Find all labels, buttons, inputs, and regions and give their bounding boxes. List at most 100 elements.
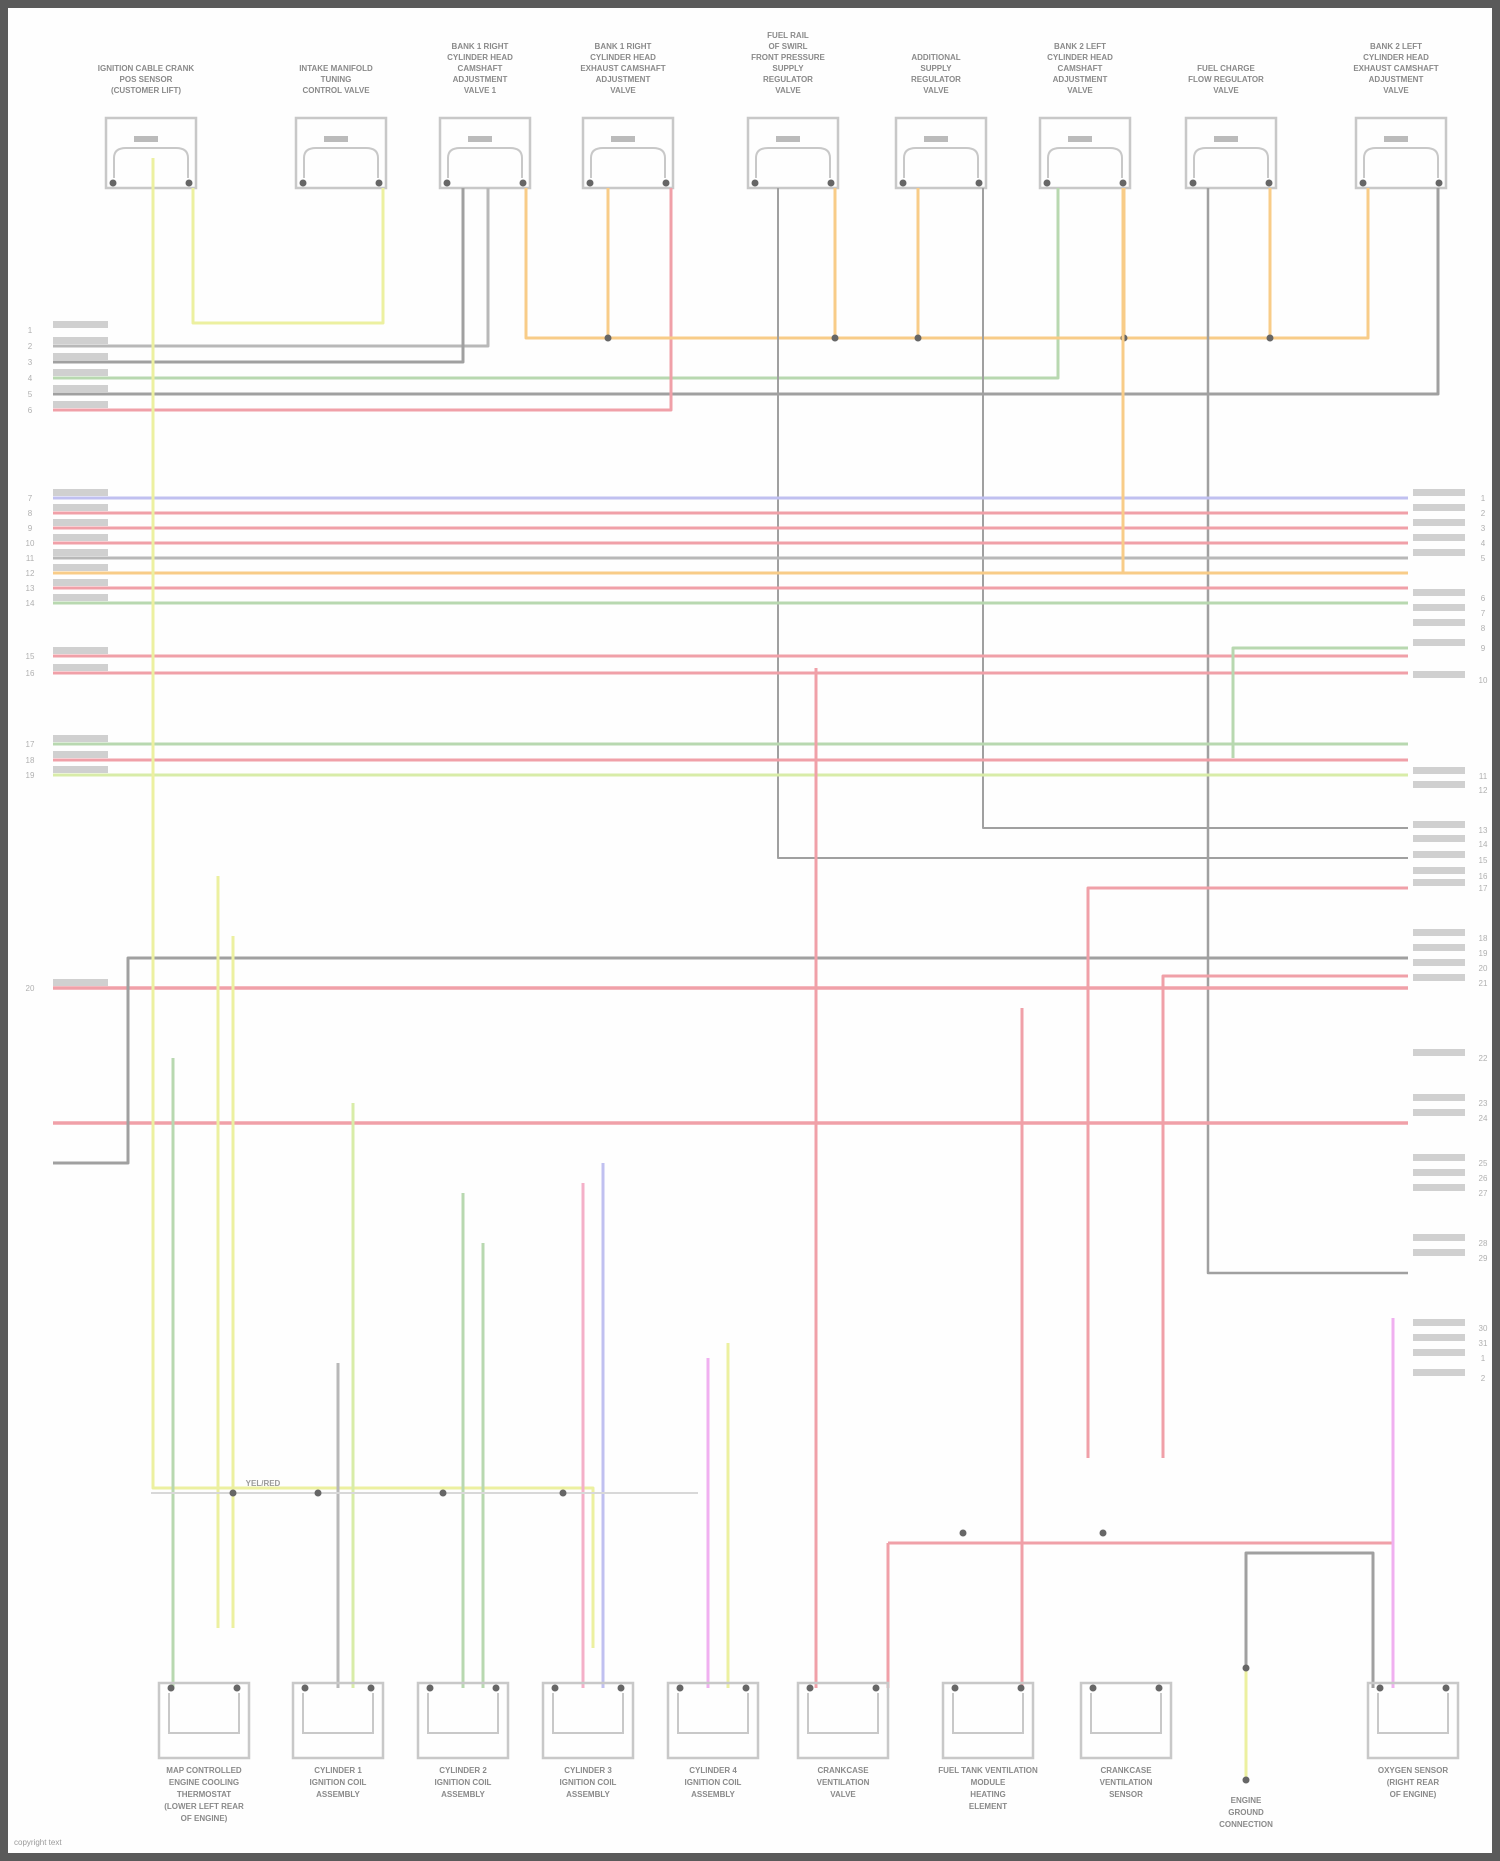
splice-dot <box>1266 334 1274 342</box>
component-label: CYLINDER HEAD <box>447 53 513 62</box>
component-label: CYLINDER 1 <box>314 1766 362 1775</box>
component-label: POS SENSOR <box>120 75 173 84</box>
component-label: (RIGHT REAR <box>1387 1778 1440 1787</box>
pin-number: 31 <box>1479 1339 1488 1348</box>
wire-tag <box>1413 1369 1465 1376</box>
wire <box>1206 188 1408 1275</box>
wire-tag <box>1413 835 1465 842</box>
component-label: ASSEMBLY <box>566 1790 610 1799</box>
splice-dot <box>299 179 307 187</box>
wire-tag <box>53 401 108 408</box>
component-label: CONNECTION <box>1219 1820 1273 1829</box>
bottom-component <box>666 1681 760 1760</box>
wire <box>888 1541 1395 1688</box>
wire-tag <box>1413 519 1465 526</box>
splice-dot <box>742 1684 750 1692</box>
pin-number: 14 <box>1479 840 1488 849</box>
pin-number: 21 <box>1479 979 1488 988</box>
component-label: VALVE <box>1213 86 1239 95</box>
pin-number: 2 <box>1481 1374 1486 1383</box>
pin-number: 23 <box>1479 1099 1488 1108</box>
component-label: VENTILATION <box>817 1778 870 1787</box>
pin-number: 8 <box>1481 624 1486 633</box>
splice-label: YEL/RED <box>246 1479 281 1488</box>
wire-tag <box>53 751 108 758</box>
component-label: IGNITION COIL <box>560 1778 617 1787</box>
wire <box>53 188 465 364</box>
splice-dot <box>676 1684 684 1692</box>
splice-dot <box>827 179 835 187</box>
pin-number: 16 <box>26 669 35 678</box>
splice-dot <box>229 1489 237 1497</box>
component-label: EXHAUST CAMSHAFT <box>1353 64 1438 73</box>
component-label: FUEL TANK VENTILATION <box>938 1766 1038 1775</box>
pin-number: 1 <box>28 326 33 335</box>
component-label: SUPPLY <box>920 64 952 73</box>
wire-tag <box>53 489 108 496</box>
splice-dot <box>1359 179 1367 187</box>
wire-tag <box>1413 1349 1465 1356</box>
wire <box>53 188 1125 575</box>
splice-dot <box>167 1684 175 1692</box>
splice-dot <box>586 179 594 187</box>
pin-number: 22 <box>1479 1054 1488 1063</box>
pin-number: 9 <box>28 524 33 533</box>
wire-tag <box>1413 1109 1465 1116</box>
splice-dot <box>426 1684 434 1692</box>
wire-tag <box>1413 1334 1465 1341</box>
pin-number: 25 <box>1479 1159 1488 1168</box>
splice-dot <box>375 179 383 187</box>
splice-dot <box>1099 1529 1107 1537</box>
component-label: IGNITION COIL <box>310 1778 367 1787</box>
top-component <box>581 116 675 190</box>
component-label: ADJUSTMENT <box>596 75 651 84</box>
component-label: TUNING <box>321 75 352 84</box>
component-label: MAP CONTROLLED <box>166 1766 242 1775</box>
splice-dot <box>233 1684 241 1692</box>
wire-tag <box>1413 821 1465 828</box>
splice-dot <box>831 334 839 342</box>
component-label: REGULATOR <box>911 75 961 84</box>
component-label: ELEMENT <box>969 1802 1007 1811</box>
pin-number: 17 <box>1479 884 1488 893</box>
pin-number: 6 <box>1481 594 1486 603</box>
splice-dot <box>1376 1684 1384 1692</box>
splice-dot <box>301 1684 309 1692</box>
wire-tag <box>1413 604 1465 611</box>
splice-dot <box>1017 1684 1025 1692</box>
splice-dot <box>1242 1664 1250 1672</box>
component-label: REGULATOR <box>763 75 813 84</box>
wire-tag <box>1413 1249 1465 1256</box>
component-label: ASSEMBLY <box>316 1790 360 1799</box>
top-component <box>1038 116 1132 190</box>
pin-number: 4 <box>28 374 33 383</box>
component-label: IGNITION CABLE CRANK <box>98 64 195 73</box>
wire-tag <box>1413 589 1465 596</box>
wire <box>1231 646 1408 758</box>
bottom-component <box>941 1681 1035 1760</box>
component-label: CRANKCASE <box>817 1766 869 1775</box>
splice-dot <box>1043 179 1051 187</box>
pin-number: 20 <box>1479 964 1488 973</box>
component-label: (CUSTOMER LIFT) <box>111 86 181 95</box>
top-component <box>746 116 840 190</box>
wire-tag <box>53 337 108 344</box>
splice-dot <box>806 1684 814 1692</box>
pin-number: 7 <box>1481 609 1486 618</box>
splice-dot <box>185 179 193 187</box>
wire-tag <box>1413 1094 1465 1101</box>
bottom-component <box>1079 1681 1173 1760</box>
pin-number: 10 <box>1479 676 1488 685</box>
wire <box>524 188 1370 340</box>
wire-tag <box>1413 879 1465 886</box>
component-label: (LOWER LEFT REAR <box>164 1802 244 1811</box>
wire <box>1161 974 1408 1458</box>
splice-dot <box>314 1489 322 1497</box>
component-label: FUEL RAIL <box>767 31 809 40</box>
pin-number: 20 <box>26 984 35 993</box>
wire-tag <box>53 647 108 654</box>
bottom-component <box>541 1681 635 1760</box>
component-label: VALVE <box>1067 86 1093 95</box>
pin-number: 12 <box>26 569 35 578</box>
component-label: SUPPLY <box>772 64 804 73</box>
